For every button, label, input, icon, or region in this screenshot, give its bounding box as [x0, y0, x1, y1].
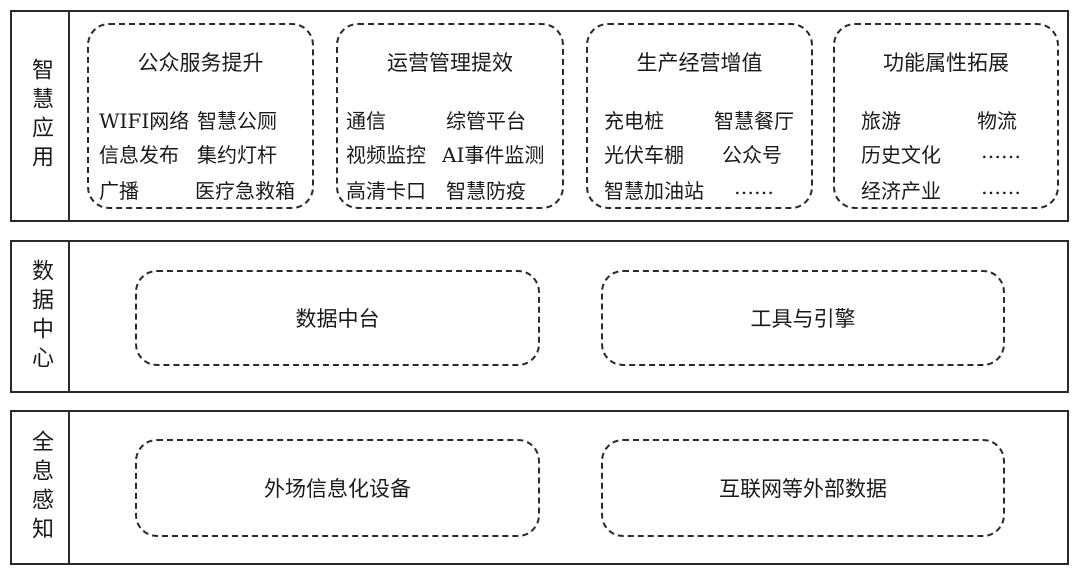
group-item: 公众号 — [722, 143, 782, 167]
group-item: …… — [981, 175, 1021, 199]
group-item: AI事件监测 — [442, 143, 545, 167]
box-label: 外场信息化设备 — [264, 477, 411, 501]
group-item: 智慧公厕 — [197, 109, 277, 133]
group-item: 医疗急救箱 — [195, 179, 295, 203]
layer-holographic-perception: 全息感知 外场信息化设备 互联网等外部数据 — [10, 410, 1069, 565]
group-item: WIFI网络 — [99, 109, 190, 133]
group-item: 光伏车棚 — [604, 143, 684, 167]
group-item: 广播 — [99, 179, 139, 203]
group-production-value: 生产经营增值 充电桩 智慧餐厅 光伏车棚 公众号 智慧加油站 …… — [586, 23, 813, 209]
group-item: 充电桩 — [604, 109, 664, 133]
group-item: …… — [981, 139, 1021, 163]
box-label: 工具与引擎 — [750, 307, 856, 331]
layer-data-center: 数据中心 数据中台 工具与引擎 — [10, 240, 1069, 393]
group-item: 通信 — [346, 109, 386, 133]
layer-label-cell: 数据中心 — [12, 242, 70, 391]
layer-smart-application: 智慧应用 公众服务提升 WIFI网络 智慧公厕 信息发布 集约灯杆 广播 医疗急… — [10, 10, 1069, 222]
group-item: …… — [734, 175, 774, 199]
group-operation-management: 运营管理提效 通信 综管平台 视频监控 AI事件监测 高清卡口 智慧防疫 — [336, 23, 564, 209]
group-function-expansion: 功能属性拓展 旅游 物流 历史文化 …… 经济产业 …… — [833, 23, 1059, 209]
group-item: 信息发布 — [99, 143, 179, 167]
group-item: 历史文化 — [861, 143, 941, 167]
group-item: 视频监控 — [346, 143, 426, 167]
group-item: 旅游 — [861, 109, 901, 133]
group-item: 高清卡口 — [346, 179, 426, 203]
box-label: 互联网等外部数据 — [719, 477, 887, 501]
group-item: 智慧餐厅 — [714, 109, 794, 133]
group-item: 综管平台 — [446, 109, 526, 133]
layer-label: 智慧应用 — [28, 58, 53, 174]
group-item: 智慧防疫 — [446, 179, 526, 203]
data-middle-platform-box: 数据中台 — [135, 270, 540, 366]
group-item: 物流 — [977, 109, 1017, 133]
group-title: 功能属性拓展 — [883, 51, 1009, 75]
group-title: 生产经营增值 — [636, 51, 763, 75]
box-label: 数据中台 — [295, 307, 380, 331]
external-data-box: 互联网等外部数据 — [601, 439, 1005, 537]
field-devices-box: 外场信息化设备 — [135, 439, 540, 537]
group-item: 集约灯杆 — [197, 143, 277, 167]
group-item: 经济产业 — [861, 179, 941, 203]
tools-engine-box: 工具与引擎 — [601, 270, 1005, 366]
layer-label: 全息感知 — [28, 429, 53, 546]
layer-label-cell: 智慧应用 — [12, 12, 70, 220]
group-title: 运营管理提效 — [387, 51, 513, 75]
group-title: 公众服务提升 — [137, 51, 264, 75]
group-public-service: 公众服务提升 WIFI网络 智慧公厕 信息发布 集约灯杆 广播 医疗急救箱 — [87, 23, 314, 209]
layer-label-cell: 全息感知 — [12, 412, 70, 563]
group-item: 智慧加油站 — [604, 179, 704, 203]
layer-label: 数据中心 — [28, 258, 53, 375]
